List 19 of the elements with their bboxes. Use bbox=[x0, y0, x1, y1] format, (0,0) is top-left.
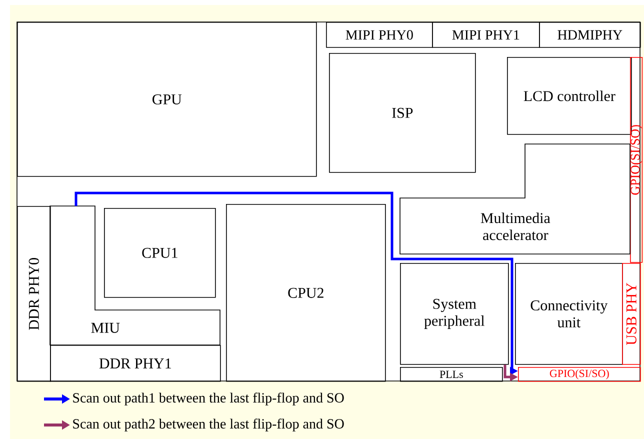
pll-block: PLLs bbox=[400, 367, 503, 382]
phy-block: HDMIPHY bbox=[539, 22, 641, 48]
phy-block: MIPI PHY0 bbox=[326, 22, 433, 48]
phy-block: DDR PHY0 bbox=[17, 206, 51, 382]
gpu-block: GPU bbox=[17, 22, 317, 177]
phy-block: DDR PHY1 bbox=[50, 345, 221, 382]
legend-text: Scan out path2 between the last flip-flop and SO bbox=[73, 418, 344, 432]
peripheral-block: System peripheral bbox=[400, 263, 509, 365]
isp-block: ISP bbox=[329, 53, 476, 173]
controller-block: LCD controller bbox=[507, 57, 632, 135]
cpu-block: CPU2 bbox=[226, 204, 386, 382]
gpio-strip: GPIO(SI/SO) bbox=[518, 367, 641, 382]
phy-block: MIPI PHY1 bbox=[432, 22, 540, 48]
legend-text: Scan out path1 between the last flip-flop and SO bbox=[73, 392, 344, 406]
phy-strip: USB PHY bbox=[622, 263, 641, 365]
accelerator-block: Multimedia accelerator bbox=[400, 144, 630, 254]
connectivity-block: Connectivity unit bbox=[515, 263, 623, 365]
gpio-strip: GPIO(SI/SO) bbox=[630, 57, 643, 263]
cpu-block: CPU1 bbox=[104, 208, 216, 298]
